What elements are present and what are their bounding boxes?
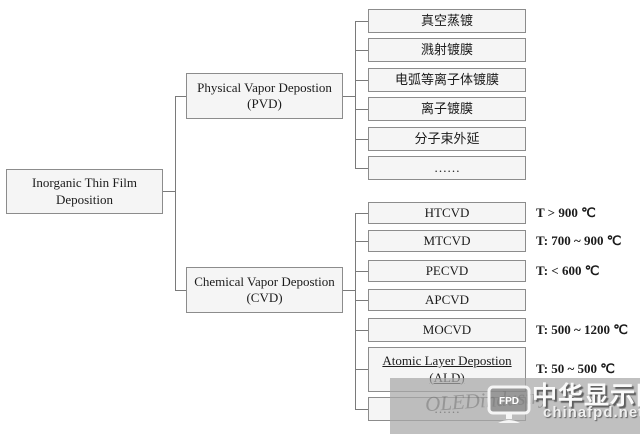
leaf-label: 电弧等离子体镀膜	[394, 71, 499, 87]
node-pvd: Physical Vapor Depostion (PVD)	[186, 73, 343, 119]
connector-line	[355, 213, 356, 410]
node-pvd-item-arc-plasma-coating: 电弧等离子体镀膜	[368, 68, 526, 92]
connector-line	[355, 168, 368, 169]
connector-line	[175, 290, 186, 291]
leaf-label: HTCVD	[424, 204, 470, 220]
node-root: Inorganic Thin Film Deposition	[6, 169, 163, 214]
connector-line	[163, 191, 175, 192]
temp-label-mtcvd: T: 700 ~ 900 ℃	[536, 233, 622, 248]
leaf-label: PECVD	[425, 262, 469, 278]
leaf-label: Atomic Layer Depostion	[382, 353, 512, 369]
node-cvd-abbr: (CVD)	[246, 290, 283, 305]
leaf-label: 真空蒸镀	[420, 12, 473, 28]
node-root-label-line2: Deposition	[55, 191, 114, 207]
connector-line	[355, 300, 368, 301]
node-cvd-item-apcvd: APCVD	[368, 289, 526, 311]
connector-line	[355, 409, 368, 410]
temp-label-ald: T: 50 ~ 500 ℃	[536, 361, 615, 376]
connector-line	[343, 96, 355, 97]
node-cvd-item-mocvd: MOCVD	[368, 318, 526, 342]
temp-label-mocvd: T: 500 ~ 1200 ℃	[536, 322, 628, 337]
temp-label-pecvd: T: < 600 ℃	[536, 263, 600, 278]
fpd-monitor-icon: FPD	[486, 383, 532, 432]
node-pvd-item-sputtering: 溅射镀膜	[368, 38, 526, 62]
connector-line	[355, 330, 368, 331]
node-pvd-item-vacuum-evaporation: 真空蒸镀	[368, 9, 526, 33]
leaf-label: 分子束外延	[414, 130, 480, 146]
connector-line	[175, 96, 186, 97]
leaf-label: 离子镀膜	[420, 100, 473, 116]
node-cvd-title: Chemical Vapor Depostion	[194, 273, 335, 289]
connector-line	[355, 109, 368, 110]
connector-line	[343, 290, 355, 291]
node-cvd-item-pecvd: PECVD	[368, 260, 526, 282]
connector-line	[355, 21, 368, 22]
connector-line	[355, 50, 368, 51]
node-cvd-item-htcvd: HTCVD	[368, 202, 526, 224]
node-cvd: Chemical Vapor Depostion (CVD)	[186, 267, 343, 313]
node-pvd-abbr: (PVD)	[247, 96, 282, 111]
temp-label-htcvd: T > 900 ℃	[536, 205, 596, 220]
connector-line	[175, 96, 176, 291]
connector-line	[355, 139, 368, 140]
connector-line	[355, 369, 368, 370]
fpd-monitor-label: FPD	[499, 396, 519, 407]
node-cvd-item-mtcvd: MTCVD	[368, 230, 526, 252]
node-pvd-item-ion-plating: 离子镀膜	[368, 97, 526, 121]
connector-line	[355, 21, 356, 169]
connector-line	[355, 80, 368, 81]
node-pvd-item-ellipsis: ……	[368, 156, 526, 180]
leaf-label: MOCVD	[422, 321, 472, 337]
connector-line	[355, 241, 368, 242]
leaf-label: ……	[434, 159, 460, 175]
watermark-site-url: chinafpd.net	[543, 404, 640, 421]
node-pvd-title: Physical Vapor Depostion	[197, 79, 332, 95]
node-root-label-line1: Inorganic Thin Film	[32, 175, 137, 191]
connector-line	[355, 271, 368, 272]
leaf-label: APCVD	[424, 291, 470, 307]
connector-line	[355, 213, 368, 214]
node-pvd-item-molecular-beam-epitaxy: 分子束外延	[368, 127, 526, 151]
watermark-site-name: 中华显示网	[532, 382, 640, 410]
leaf-label: MTCVD	[423, 232, 471, 248]
leaf-label: 溅射镀膜	[420, 41, 473, 57]
